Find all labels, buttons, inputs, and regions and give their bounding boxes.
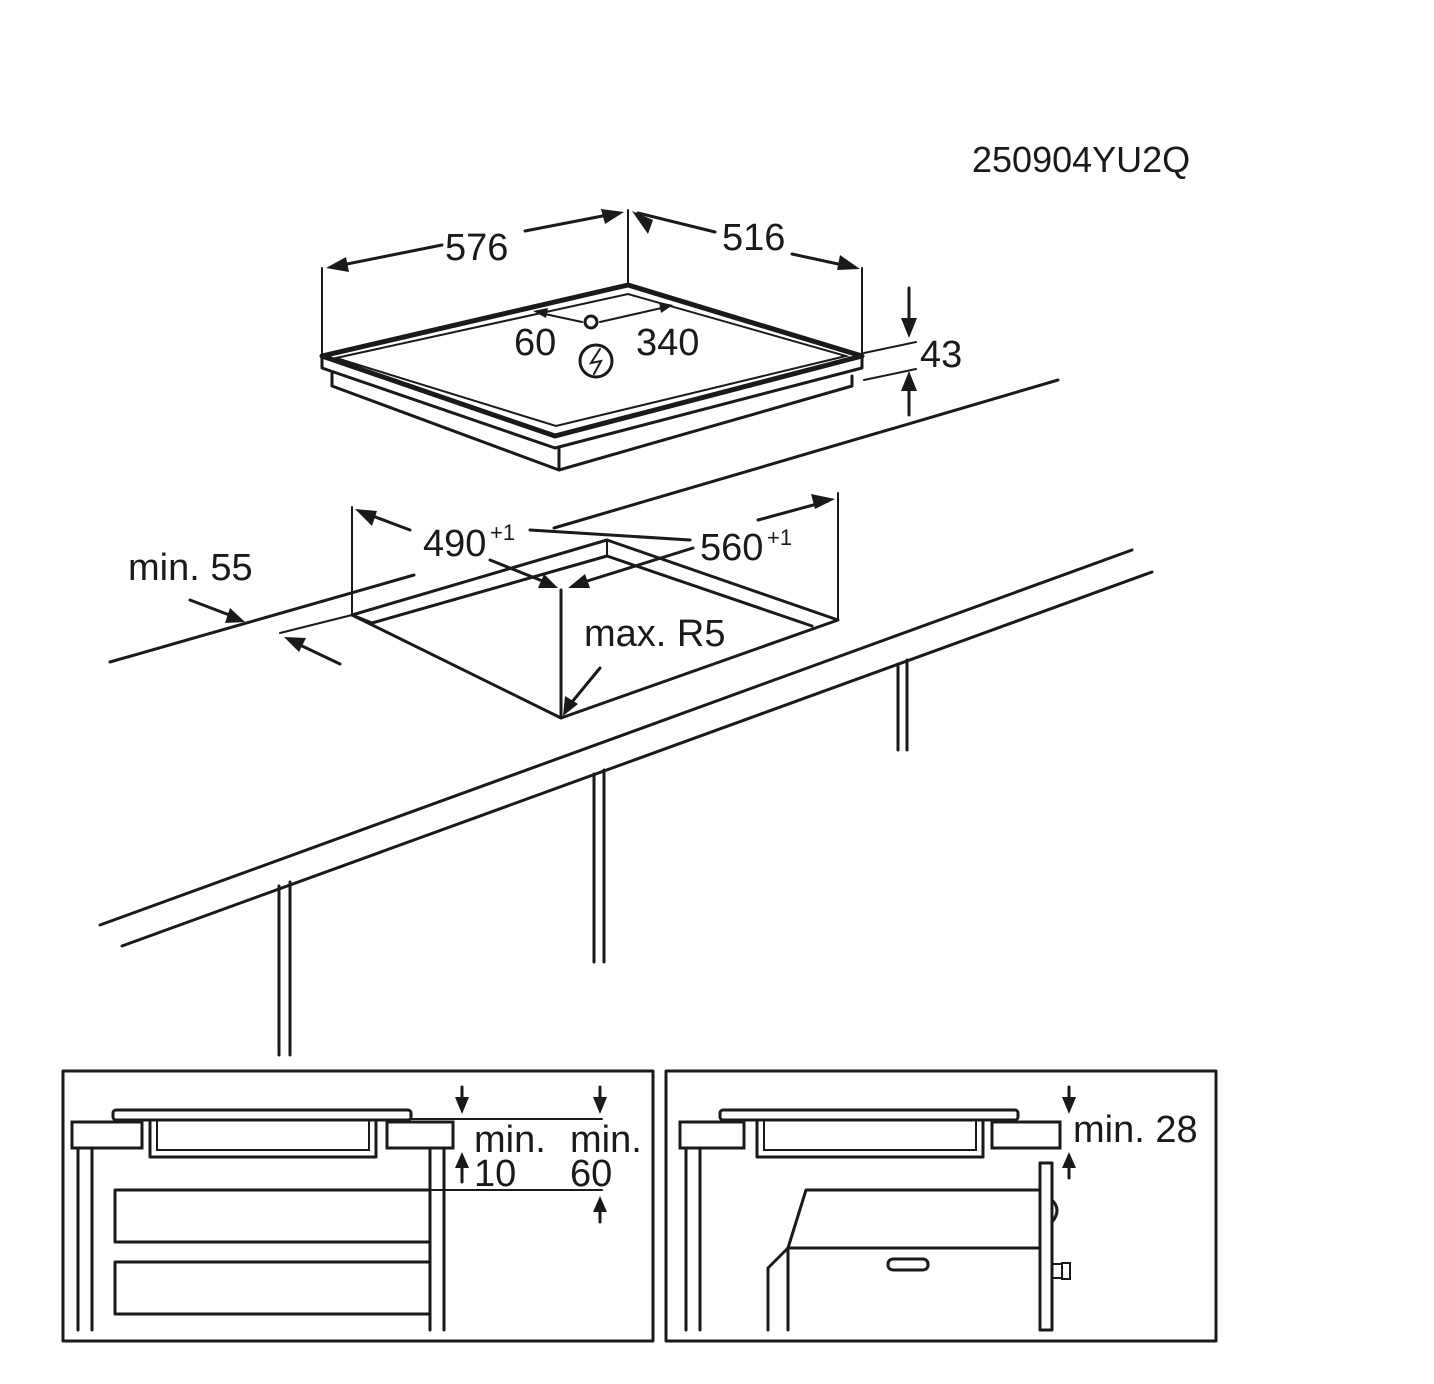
dimension-cable-position: 60 340 bbox=[514, 302, 699, 364]
worktop-front-lower-edge bbox=[120, 570, 1154, 948]
worktop-front-edge bbox=[98, 548, 1134, 927]
edge-distance-label: min. 55 bbox=[128, 547, 253, 589]
drawing-code: 250904YU2Q bbox=[972, 139, 1190, 180]
dimension-cutout-depth: 560 +1 bbox=[700, 492, 839, 621]
worktop-left-top-edge bbox=[108, 573, 416, 664]
dimension-hob-width: 576 bbox=[321, 209, 629, 357]
cable-offset-left-label: 60 bbox=[514, 322, 556, 364]
dimension-hob-height: 43 bbox=[863, 286, 962, 417]
corner-radius-label: max. R5 bbox=[584, 613, 725, 655]
cable-entry-point bbox=[583, 314, 599, 330]
cutout-depth-label: 560 bbox=[700, 527, 763, 569]
cutout-center-leaders bbox=[488, 546, 695, 588]
dimension-cutout-width: 490 +1 bbox=[351, 506, 692, 616]
hob-height-label: 43 bbox=[920, 334, 962, 376]
hob-width-label: 576 bbox=[445, 227, 508, 269]
hob-glass-inner bbox=[332, 292, 850, 428]
lightning-bolt-icon bbox=[578, 343, 614, 379]
drawer-clearance-top-value: 10 bbox=[474, 1153, 516, 1195]
cutout-width-tolerance: +1 bbox=[490, 520, 515, 545]
dimension-hob-depth: 516 bbox=[632, 211, 863, 357]
section-frame-left bbox=[61, 1069, 655, 1343]
worktop bbox=[98, 378, 1154, 1057]
cutout-depth-tolerance: +1 bbox=[767, 525, 792, 550]
drawer-clearance-cabinet-label: min. bbox=[570, 1119, 642, 1161]
worktop-back-edge bbox=[552, 378, 1060, 530]
dimension-edge-distance: min. 55 bbox=[128, 547, 353, 666]
drawer-clearance-top-label: min. bbox=[474, 1119, 546, 1161]
cutout-width-label: 490 bbox=[423, 523, 486, 565]
drawer-clearance-cabinet-value: 60 bbox=[570, 1153, 612, 1195]
hob-depth-label: 516 bbox=[722, 217, 785, 259]
dimension-corner-radius: max. R5 bbox=[563, 613, 725, 716]
section-oven-unit: min. 28 bbox=[664, 1069, 1218, 1343]
oven-clearance-label: min. 28 bbox=[1073, 1109, 1198, 1151]
cable-offset-right-label: 340 bbox=[636, 322, 699, 364]
hob-appliance bbox=[319, 282, 865, 472]
section-frame-right bbox=[664, 1069, 1218, 1343]
section-drawer-unit: min. 10 min. 60 bbox=[61, 1069, 655, 1343]
hob-plate-edge bbox=[320, 354, 864, 450]
